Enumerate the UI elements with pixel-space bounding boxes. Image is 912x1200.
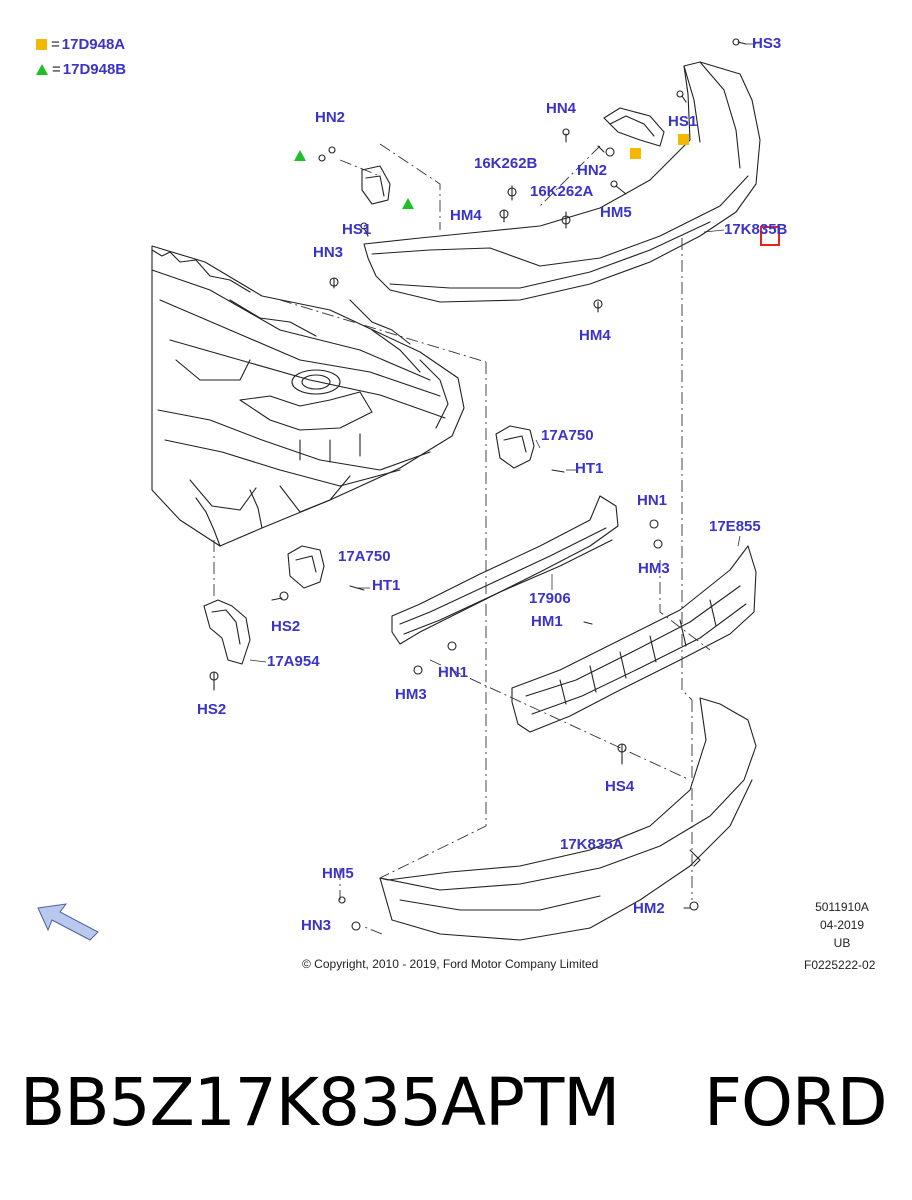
legend-row-square: =17D948A: [36, 36, 125, 54]
label-17a750-lower: 17A750: [338, 548, 391, 565]
view-direction-arrow-icon: [37, 903, 99, 941]
label-hs2-upper: HS2: [271, 618, 301, 635]
part-highlight-box: [760, 226, 780, 246]
energy-absorber: [511, 545, 757, 733]
legend-code: 17D948A: [61, 36, 126, 53]
upper-clips-brackets: [318, 38, 747, 313]
label-17k835b: 17K835B: [724, 221, 788, 238]
figure-id: F0225222-02: [804, 958, 876, 972]
label-hs2-lower: HS2: [197, 701, 227, 718]
label-hm2: HM2: [633, 900, 665, 917]
drawing-date: 04-2019: [819, 918, 865, 932]
label-hs1-top-right: HS1: [668, 113, 698, 130]
label-hn1-right: HN1: [637, 492, 668, 509]
reinforcement-beam: [391, 495, 619, 645]
label-17906: 17906: [529, 590, 571, 607]
label-hm4-bottom: HM4: [579, 327, 611, 344]
side-bracket-lower: [287, 545, 325, 589]
side-bracket-upper: [495, 425, 535, 469]
lower-bumper-cover: [379, 697, 757, 941]
label-hm3-lower: HM3: [395, 686, 427, 703]
label-hm4-top: HM4: [450, 207, 482, 224]
legend-equals: =: [51, 36, 60, 53]
alignment-lines: [213, 143, 711, 935]
label-hm3-right: HM3: [638, 560, 670, 577]
label-hn2-top: HN2: [315, 109, 346, 126]
label-17e855: 17E855: [709, 518, 761, 535]
yellow-square-icon: [36, 39, 47, 50]
label-hs4: HS4: [605, 778, 635, 795]
part-number-title: BB5Z17K835APTM: [20, 1064, 620, 1141]
label-leaders: [249, 43, 756, 663]
legend-code: 17D948B: [62, 61, 127, 78]
label-hs3: HS3: [752, 35, 782, 52]
bracket-17A954: [203, 599, 251, 665]
label-hn2-right: HN2: [577, 162, 608, 179]
drawing-meta: 5011910A 04-2019 UB: [800, 898, 884, 952]
label-ht1-lower: HT1: [372, 577, 401, 594]
label-17a954: 17A954: [267, 653, 320, 670]
exploded-parts-diagram: [151, 38, 761, 941]
label-hn3-top: HN3: [313, 244, 344, 261]
label-hm5-bottom: HM5: [322, 865, 354, 882]
label-16k262a: 16K262A: [530, 183, 594, 200]
green-triangle-icon: [36, 64, 48, 75]
drawing-id: 5011910A: [815, 900, 869, 914]
upper-bumper-cover: [363, 61, 761, 303]
drawing-region: UB: [833, 936, 851, 950]
label-hn3-bottom: HN3: [301, 917, 332, 934]
label-17k835a: 17K835A: [560, 836, 624, 853]
legend-equals: =: [52, 61, 61, 78]
legend-row-triangle: =17D948B: [36, 61, 126, 79]
label-hs1-left: HS1: [342, 221, 372, 238]
brand-name: FORD: [704, 1064, 888, 1141]
label-hn4: HN4: [546, 100, 577, 117]
label-ht1-upper: HT1: [575, 460, 604, 477]
copyright-notice: © Copyright, 2010 - 2019, Ford Motor Com…: [302, 957, 599, 971]
label-17a750-upper: 17A750: [541, 427, 594, 444]
vehicle-rear-body-structure: [151, 245, 465, 547]
label-16k262b: 16K262B: [474, 155, 538, 172]
label-hm1: HM1: [531, 613, 563, 630]
part-markers: [294, 134, 689, 209]
lower-fasteners: [209, 469, 699, 931]
label-hm5-top: HM5: [600, 204, 632, 221]
label-hn1-lower: HN1: [438, 664, 469, 681]
